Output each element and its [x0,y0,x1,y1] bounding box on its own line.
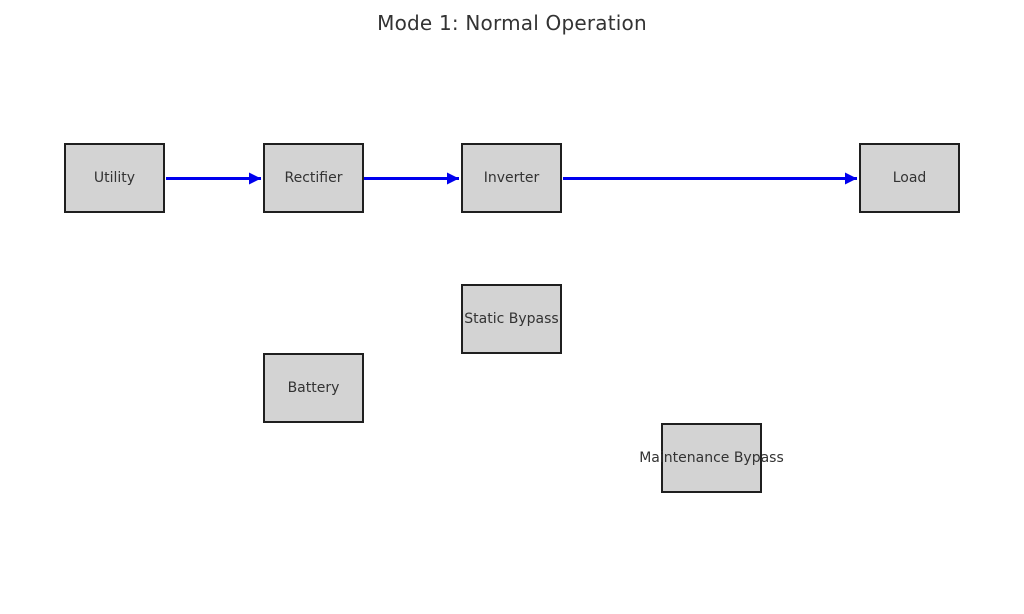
diagram-title: Mode 1: Normal Operation [377,11,647,35]
node-utility-label: Utility [93,170,136,186]
node-utility: Utility [64,143,165,213]
node-maintenance-bypass-label: Maintenance Bypass [639,450,784,466]
node-load: Load [859,143,960,213]
node-inverter-label: Inverter [483,170,540,186]
node-inverter: Inverter [461,143,562,213]
node-static-bypass-label: Static Bypass [464,311,559,327]
node-rectifier: Rectifier [263,143,364,213]
node-battery-label: Battery [287,380,340,396]
node-load-label: Load [892,170,927,186]
node-rectifier-label: Rectifier [284,170,343,186]
node-maintenance-bypass: Maintenance Bypass [639,423,784,493]
node-battery: Battery [263,353,364,423]
node-static-bypass: Static Bypass [461,284,562,354]
